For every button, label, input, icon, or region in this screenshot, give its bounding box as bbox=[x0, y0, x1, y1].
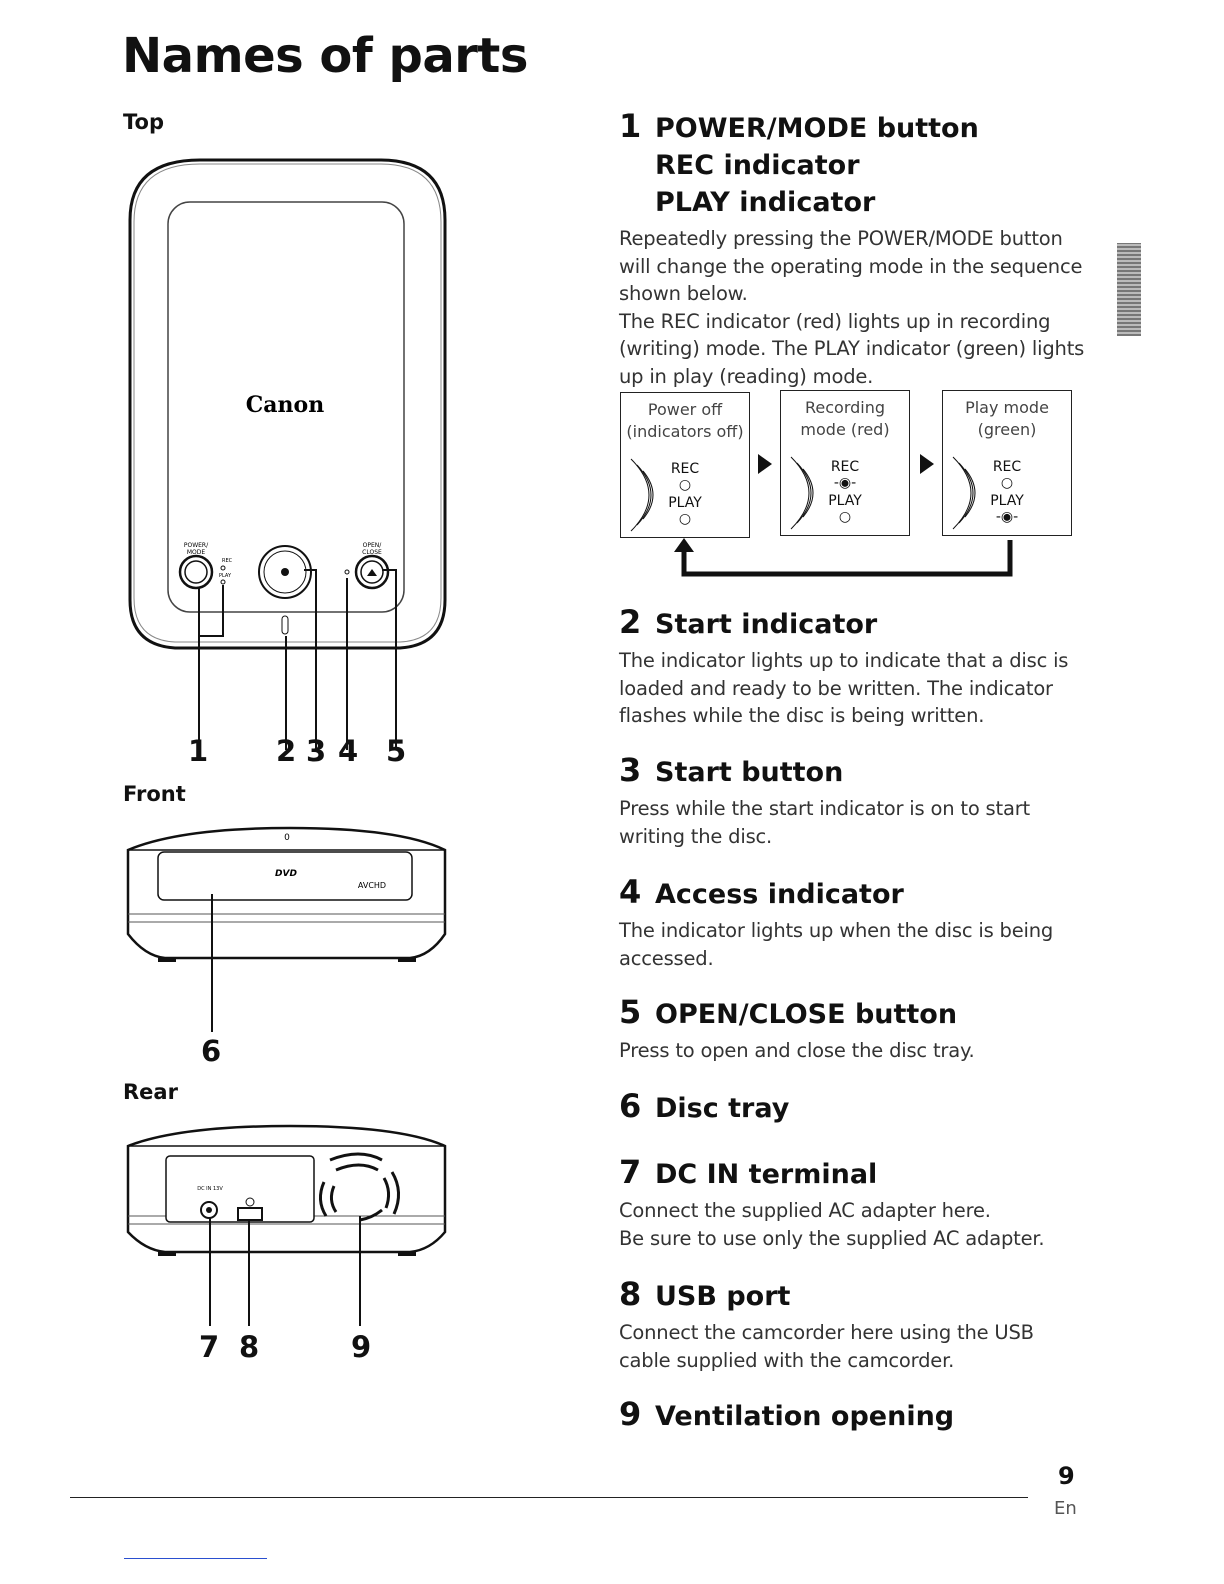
item-description: Press while the start indicator is on to… bbox=[619, 797, 1030, 848]
item-start-indicator: 2 Start indicator The indicator lights up… bbox=[619, 604, 1089, 730]
loop-back-arrow-icon bbox=[674, 538, 1013, 577]
item-subtitle: PLAY indicator bbox=[655, 187, 876, 218]
svg-text:POWER/: POWER/ bbox=[184, 542, 209, 549]
svg-text:OPEN/: OPEN/ bbox=[363, 542, 383, 549]
svg-text:PLAY: PLAY bbox=[219, 573, 232, 579]
item-description: The indicator lights up to indicate that… bbox=[619, 649, 1069, 727]
svg-text:REC: REC bbox=[222, 558, 233, 564]
item-number: 1 bbox=[619, 107, 642, 145]
item-title: Disc tray bbox=[655, 1093, 790, 1124]
svg-text:AVCHD: AVCHD bbox=[358, 881, 386, 890]
callout-number: 8 bbox=[239, 1330, 260, 1364]
rear-view-diagram: DC IN 13V bbox=[126, 1124, 447, 1326]
rec-label: REC bbox=[992, 459, 1022, 475]
start-indicator bbox=[281, 615, 289, 635]
mode-box-recording: Recording mode (red) REC -◉- PLAY ○ bbox=[780, 390, 910, 536]
callout-number: 5 bbox=[386, 734, 407, 768]
svg-text:DVD: DVD bbox=[275, 869, 297, 879]
item-title: DC IN terminal bbox=[655, 1159, 878, 1190]
callout-number: 6 bbox=[201, 1034, 222, 1068]
mode-label: Recording mode (red) bbox=[800, 398, 890, 439]
section-front-label: Front bbox=[123, 782, 186, 806]
disc-tray bbox=[157, 851, 413, 901]
item-number: 4 bbox=[619, 873, 642, 911]
rec-led: ○ bbox=[1000, 475, 1014, 491]
item-title: Ventilation opening bbox=[655, 1401, 955, 1432]
item-description: Connect the camcorder here using the USB… bbox=[619, 1321, 1034, 1372]
item-number: 5 bbox=[619, 993, 642, 1031]
usb-port bbox=[237, 1207, 263, 1221]
item-number: 9 bbox=[619, 1395, 642, 1433]
item-number: 2 bbox=[619, 603, 642, 641]
brand-logo: Canon bbox=[246, 392, 324, 418]
section-top-label: Top bbox=[123, 110, 164, 134]
callout-number: 2 bbox=[276, 734, 297, 768]
item-ventilation: 9 Ventilation opening bbox=[619, 1396, 1089, 1435]
item-description: The indicator lights up when the disc is… bbox=[619, 919, 1054, 970]
item-number: 3 bbox=[619, 751, 642, 789]
arrow-right-icon bbox=[920, 454, 934, 474]
language-code: En bbox=[1054, 1498, 1077, 1519]
play-label: PLAY bbox=[990, 493, 1024, 509]
callout-number: 1 bbox=[188, 734, 209, 768]
item-dc-in: 7 DC IN terminal Connect the supplied AC … bbox=[619, 1154, 1089, 1252]
rec-led: ○ bbox=[678, 477, 692, 493]
arrow-right-icon bbox=[758, 454, 772, 474]
item-title: Access indicator bbox=[655, 879, 904, 910]
svg-text:CLOSE: CLOSE bbox=[362, 549, 382, 556]
play-label: PLAY bbox=[668, 495, 702, 511]
top-view-diagram: Canon POWER/ MODE REC PLAY OPEN/ CLOSE bbox=[128, 158, 447, 750]
section-rear-label: Rear bbox=[123, 1080, 178, 1104]
rec-label: REC bbox=[670, 461, 700, 477]
item-open-close: 5 OPEN/CLOSE button Press to open and clo… bbox=[619, 994, 1089, 1065]
item-access-indicator: 4 Access indicator The indicator lights u… bbox=[619, 874, 1089, 972]
front-view-diagram: 0 DVD AVCHD bbox=[126, 826, 447, 1032]
svg-text:MODE: MODE bbox=[187, 549, 206, 556]
play-led-lit: -◉- bbox=[995, 509, 1019, 525]
item-title: USB port bbox=[655, 1281, 791, 1312]
item-title: POWER/MODE button bbox=[655, 113, 979, 144]
item-disc-tray: 6 Disc tray bbox=[619, 1088, 1089, 1127]
callout-number: 9 bbox=[351, 1330, 372, 1364]
svg-text:DC IN 13V: DC IN 13V bbox=[197, 1186, 223, 1192]
chapter-tab-marker bbox=[1117, 243, 1141, 336]
blue-rule bbox=[124, 1558, 267, 1559]
play-label: PLAY bbox=[828, 493, 862, 509]
mode-sequence-diagram: Power off (indicators off) REC ○ PLAY ○ … bbox=[620, 390, 1080, 580]
item-subtitle: REC indicator bbox=[655, 150, 860, 181]
access-indicator bbox=[344, 569, 350, 575]
play-led: ○ bbox=[678, 511, 692, 527]
svg-text:0: 0 bbox=[284, 833, 290, 843]
play-led: ○ bbox=[838, 509, 852, 525]
item-number: 6 bbox=[619, 1087, 642, 1125]
mode-box-play: Play mode (green) REC ○ PLAY -◉- bbox=[942, 390, 1072, 536]
item-number: 8 bbox=[619, 1275, 642, 1313]
rec-label: REC bbox=[830, 459, 860, 475]
item-number: 7 bbox=[619, 1153, 642, 1191]
item-description: Press to open and close the disc tray. bbox=[619, 1039, 975, 1062]
footer-rule bbox=[70, 1497, 1028, 1498]
item-title: OPEN/CLOSE button bbox=[655, 999, 958, 1030]
mode-label: Play mode (green) bbox=[965, 398, 1049, 439]
item-description: Connect the supplied AC adapter here. Be… bbox=[619, 1199, 1045, 1250]
item-start-button: 3 Start button Press while the start indi… bbox=[619, 752, 1089, 850]
rec-led-lit: -◉- bbox=[833, 475, 857, 491]
item-usb-port: 8 USB port Connect the camcorder here usi… bbox=[619, 1276, 1089, 1374]
callout-number: 3 bbox=[306, 734, 327, 768]
page-title: Names of parts bbox=[122, 28, 528, 84]
item-title: Start indicator bbox=[655, 609, 878, 640]
mode-label: Power off (indicators off) bbox=[626, 400, 744, 441]
page-number: 9 bbox=[1058, 1462, 1075, 1490]
ventilation-opening bbox=[319, 1152, 400, 1222]
callout-number: 7 bbox=[199, 1330, 220, 1364]
item-title: Start button bbox=[655, 757, 844, 788]
callout-number: 4 bbox=[338, 734, 359, 768]
item-power-mode: 1 POWER/MODE button REC indicator PLAY in… bbox=[619, 108, 1089, 390]
mode-box-power-off: Power off (indicators off) REC ○ PLAY ○ bbox=[620, 392, 750, 538]
item-description: Repeatedly pressing the POWER/MODE butto… bbox=[619, 227, 1085, 388]
